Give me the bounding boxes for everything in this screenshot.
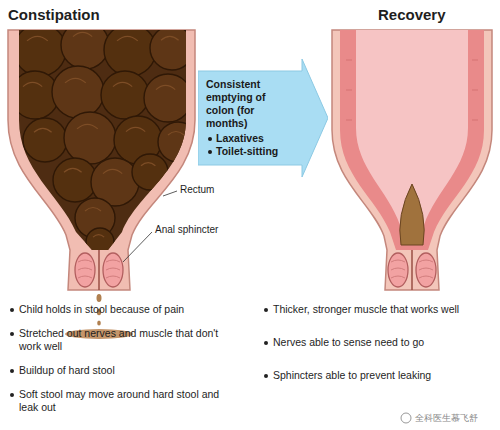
leader-line bbox=[163, 191, 177, 196]
stool-highlight bbox=[73, 32, 92, 36]
stool-highlight bbox=[168, 132, 184, 136]
recovered-colon bbox=[332, 30, 492, 290]
watermark: 全科医生慕飞舒 bbox=[415, 412, 478, 425]
stool-lump bbox=[14, 24, 66, 76]
panel-title: Constipation bbox=[8, 6, 100, 23]
stool-highlight bbox=[23, 82, 42, 86]
stool-highlight bbox=[64, 168, 82, 172]
anal-canal bbox=[98, 250, 100, 290]
sphincter-fibres bbox=[78, 260, 120, 278]
bullet-text: Soft stool may move around hard stool an… bbox=[8, 388, 224, 414]
bullet-text: Stretched out nerves and muscle that don… bbox=[8, 327, 224, 353]
bullet-text: Thicker, stronger muscle that works well bbox=[262, 303, 495, 316]
colon-wall bbox=[332, 30, 492, 290]
panel-title: Recovery bbox=[378, 6, 446, 23]
arrow-bullet: Toilet-sitting bbox=[206, 145, 294, 158]
sphincter-fibres bbox=[391, 260, 433, 278]
hard-stool bbox=[11, 21, 198, 256]
stool-highlight bbox=[103, 169, 122, 173]
stool-highlight bbox=[156, 85, 175, 89]
bullet-text: Buildup of hard stool bbox=[8, 364, 224, 377]
leader-line bbox=[123, 232, 152, 262]
stool-highlight bbox=[65, 78, 86, 83]
arrow-box: Consistent emptying of colon (for months… bbox=[198, 59, 328, 177]
stool-lump bbox=[86, 228, 114, 256]
anal-canal bbox=[411, 250, 413, 290]
stool-highlight bbox=[117, 36, 138, 41]
stool-highlight bbox=[161, 36, 179, 40]
stool-highlight bbox=[85, 208, 101, 212]
stool-drip bbox=[97, 294, 102, 302]
bullet-text: Nerves able to sense need to go bbox=[262, 336, 495, 349]
stool-lump bbox=[52, 66, 104, 118]
stool-lump bbox=[64, 112, 116, 164]
arrow-heading: Consistent emptying of colon (for months… bbox=[206, 78, 294, 130]
part-label: Rectum bbox=[180, 184, 214, 195]
thick-muscle bbox=[340, 30, 484, 250]
stool-lump bbox=[101, 71, 149, 119]
bullet-text: Sphincters able to prevent leaking bbox=[262, 369, 495, 382]
colon-lumen bbox=[356, 30, 468, 245]
stool-lump bbox=[104, 24, 156, 76]
bullet-text: Child holds in stool because of pain bbox=[8, 303, 224, 316]
stool-highlight bbox=[93, 235, 104, 237]
stool-lump bbox=[150, 26, 194, 70]
muscle-texture bbox=[346, 60, 478, 120]
stool-highlight bbox=[77, 124, 98, 129]
stool-highlight bbox=[141, 163, 155, 166]
stool-highlight bbox=[27, 36, 48, 41]
constipated-colon bbox=[8, 21, 198, 339]
arrow-fill bbox=[198, 59, 328, 177]
part-label: Anal sphincter bbox=[155, 224, 218, 235]
watermark-icon bbox=[401, 413, 411, 423]
soft-stool bbox=[400, 184, 424, 245]
stool-lump bbox=[23, 118, 67, 162]
arrow-text-box: Consistent emptying of colon (for months… bbox=[198, 71, 302, 165]
stool-drip bbox=[97, 320, 101, 325]
stool-highlight bbox=[113, 82, 132, 86]
stool-highlight bbox=[126, 127, 145, 131]
arrow-bullet: Laxatives bbox=[206, 132, 294, 145]
stool-lump bbox=[132, 154, 168, 190]
stool-highlight bbox=[34, 128, 52, 132]
stool-lump bbox=[61, 21, 109, 69]
stool-lump bbox=[158, 122, 198, 162]
stool-lump bbox=[144, 74, 192, 122]
